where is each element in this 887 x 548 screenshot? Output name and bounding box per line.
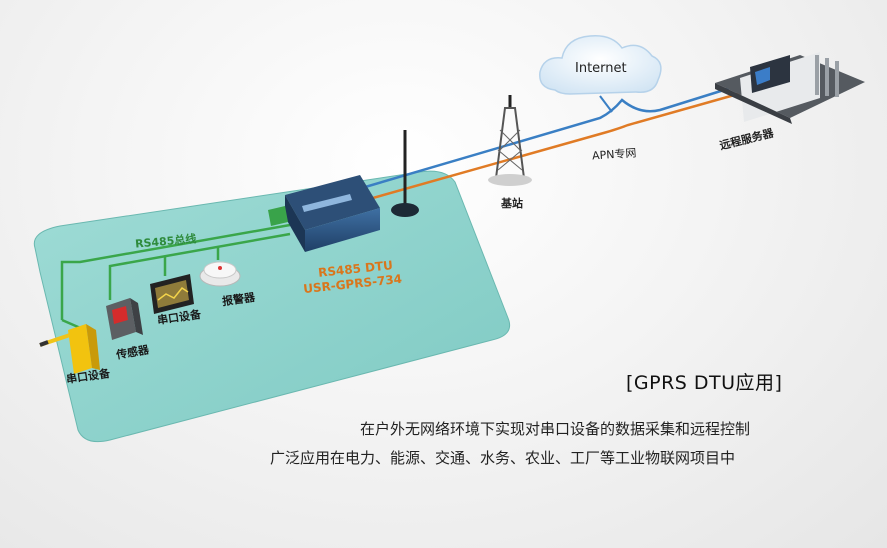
diagram-title: [GPRS DTU应用]	[626, 372, 783, 394]
description-line-1: 在户外无网络环境下实现对串口设备的数据采集和远程控制	[360, 420, 751, 438]
blue-link	[354, 83, 741, 192]
description-line-2: 广泛应用在电力、能源、交通、水务、农业、工厂等工业物联网项目中	[270, 449, 736, 467]
cloud-icon	[539, 35, 662, 95]
sensor-icon	[106, 298, 143, 340]
server-room-icon	[715, 52, 865, 124]
base-station-label: 基站	[501, 197, 523, 210]
internet-label: Internet	[575, 61, 627, 76]
barrier-gate-icon	[39, 324, 100, 374]
network-links	[354, 83, 746, 205]
monitor-icon	[150, 274, 194, 314]
antenna-icon	[391, 130, 419, 217]
base-station-tower-icon	[488, 95, 532, 186]
dtu-device-icon	[268, 175, 380, 252]
alarm-icon	[199, 261, 241, 287]
field-platform	[33, 170, 511, 443]
orange-link	[354, 90, 746, 205]
apn-label: APN专网	[591, 146, 637, 163]
